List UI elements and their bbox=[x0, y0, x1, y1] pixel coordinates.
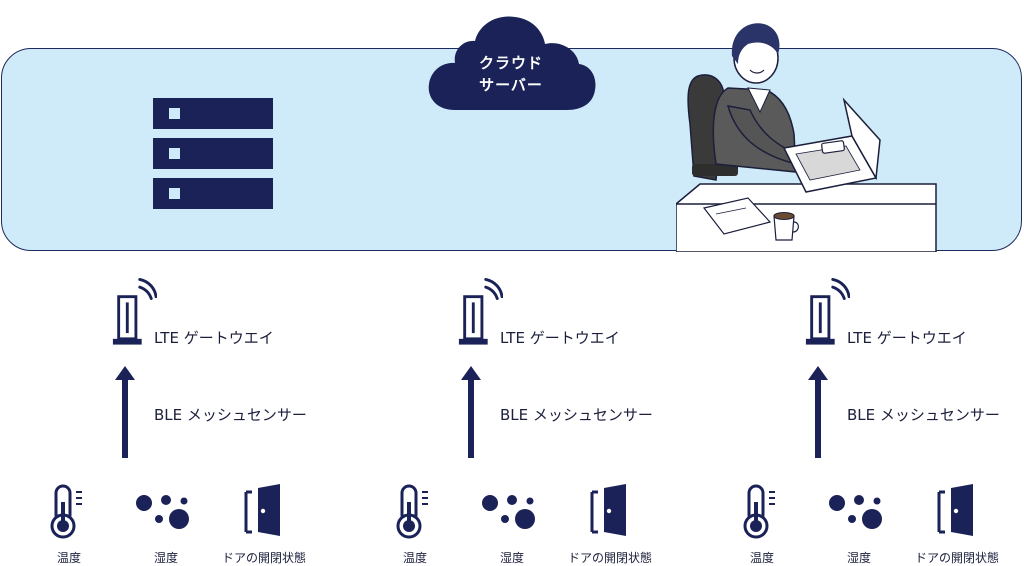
door-icon bbox=[937, 484, 973, 536]
thermometer-icon bbox=[743, 484, 775, 539]
cloud-label-line1: クラウド bbox=[478, 54, 543, 72]
humidity-dots-icon bbox=[482, 495, 535, 529]
lte-gateway-icon bbox=[804, 277, 850, 347]
sensor-caption: 温度 bbox=[402, 551, 427, 565]
cloud-icon bbox=[428, 16, 596, 111]
gateway-label: LTE ゲートウエイ bbox=[500, 329, 620, 347]
thermometer-icon bbox=[396, 484, 428, 539]
mesh-sensor-label: BLE メッシュセンサー bbox=[500, 406, 653, 424]
sensor-caption: 温度 bbox=[56, 551, 81, 565]
sensor-caption: ドアの開閉状態 bbox=[914, 551, 999, 565]
gateway-label: LTE ゲートウエイ bbox=[847, 329, 967, 347]
mesh-sensor-label: BLE メッシュセンサー bbox=[154, 406, 307, 424]
lte-gateway-icon bbox=[457, 277, 503, 347]
humidity-dots-icon bbox=[829, 495, 882, 529]
mesh-sensor-label: BLE メッシュセンサー bbox=[847, 406, 1000, 424]
humidity-dots-icon bbox=[136, 495, 189, 529]
sensor-caption: ドアの開閉状態 bbox=[567, 551, 652, 565]
door-icon bbox=[244, 484, 280, 536]
cloud-label-line2: サーバー bbox=[479, 76, 543, 94]
upload-arrow-icon bbox=[808, 366, 828, 458]
lte-gateway-icon bbox=[111, 277, 157, 347]
cloud-server-label: クラウド サーバー bbox=[425, 52, 597, 96]
sensor-caption: ドアの開閉状態 bbox=[221, 551, 306, 565]
server-rack-icon bbox=[153, 98, 273, 209]
upload-arrow-icon bbox=[461, 366, 481, 458]
gateway-label: LTE ゲートウエイ bbox=[154, 329, 274, 347]
sensor-caption: 湿度 bbox=[499, 551, 524, 565]
sensor-caption: 温度 bbox=[749, 551, 774, 565]
sensor-caption: 湿度 bbox=[846, 551, 871, 565]
thermometer-icon bbox=[50, 484, 82, 539]
upload-arrow-icon bbox=[115, 366, 135, 458]
sensor-caption: 湿度 bbox=[153, 551, 178, 565]
door-icon bbox=[590, 484, 626, 536]
office-worker-illustration bbox=[676, 23, 937, 252]
